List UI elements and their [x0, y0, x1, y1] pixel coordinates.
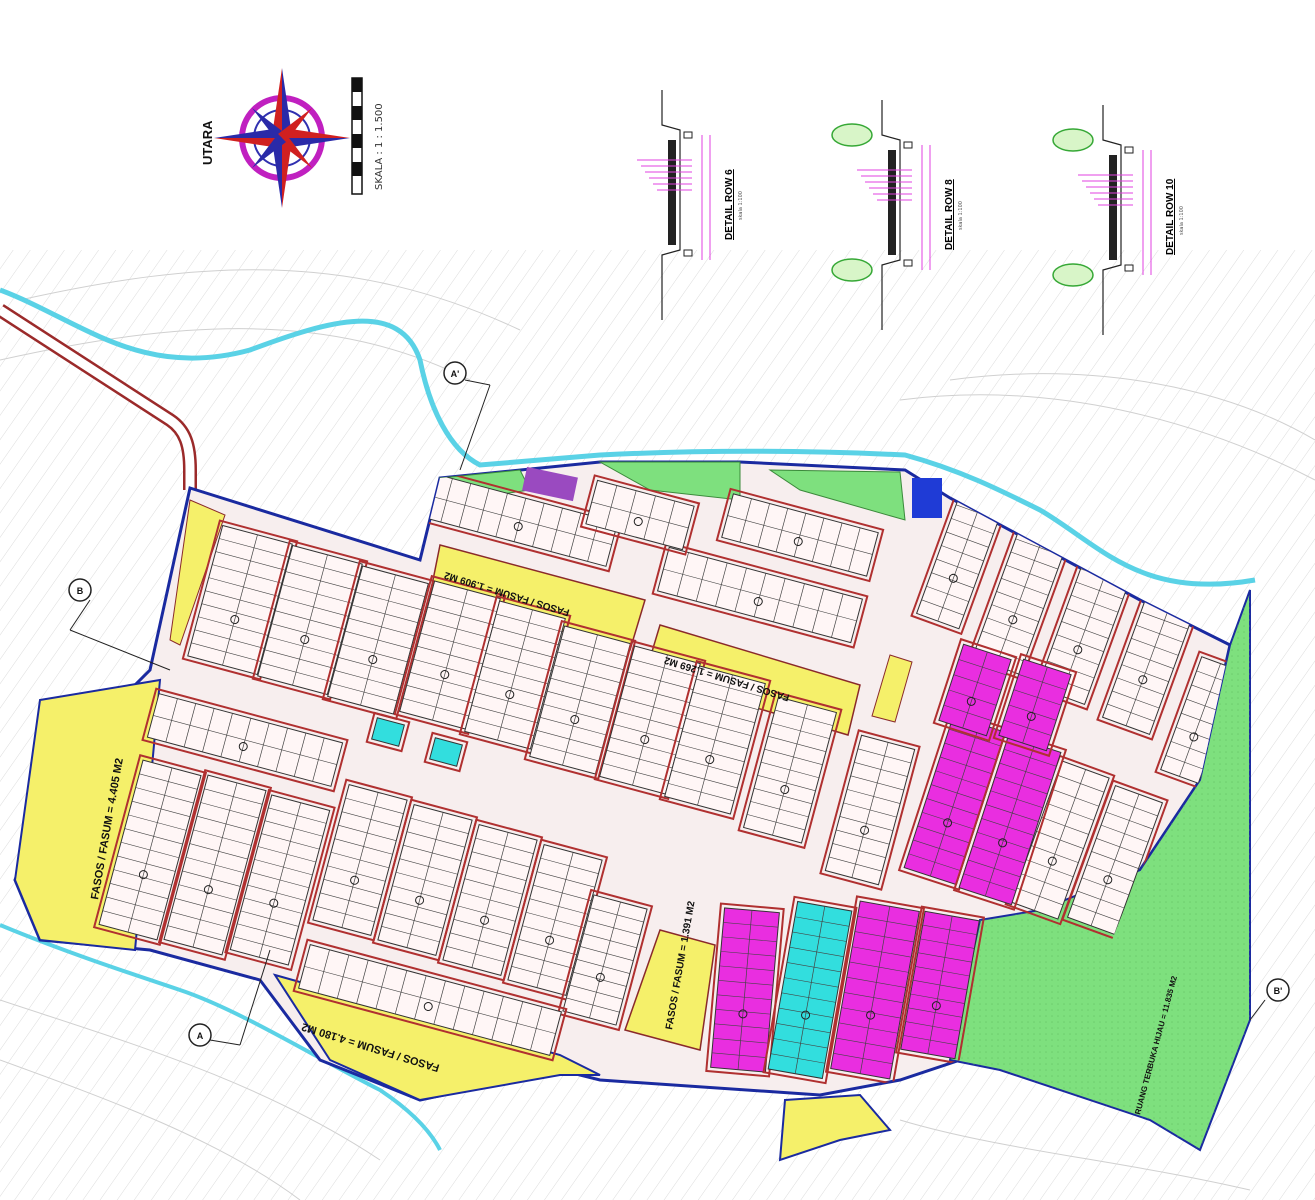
fasos-south-tip: [778, 1093, 892, 1162]
purple-block: [522, 466, 578, 502]
tree-icon: [831, 123, 873, 147]
plot-block: [579, 474, 701, 556]
detail-scale: skala 1:100: [738, 191, 744, 220]
detail-scale: skala 1:100: [958, 201, 964, 230]
plot-block: [658, 659, 772, 821]
plot-block: [762, 895, 858, 1085]
river-south: [0, 923, 442, 1151]
detail-title: DETAIL ROW 10: [1165, 178, 1176, 255]
fasos-small: [871, 654, 913, 723]
plot-block: [651, 541, 869, 649]
plot-block: [224, 788, 336, 972]
plot-block: [932, 637, 1018, 743]
svg-text:B: B: [77, 586, 84, 596]
svg-text:A': A': [451, 369, 460, 379]
svg-text:B': B': [1274, 986, 1283, 996]
fasos-left-strip: [169, 499, 226, 646]
plot-block: [819, 729, 921, 891]
north-label: UTARA: [200, 120, 215, 165]
plot-block: [894, 905, 986, 1065]
section-marker-icon: B': [1249, 978, 1290, 1021]
plot-block: [737, 690, 843, 850]
svg-text:A: A: [197, 1031, 204, 1041]
plot-block: [436, 818, 544, 982]
scale-bar-icon: [351, 77, 363, 195]
plot-block: [458, 594, 572, 756]
plot-block: [321, 559, 435, 721]
plot-block: [92, 754, 208, 946]
tree-icon: [831, 258, 873, 282]
plot-block: [365, 711, 411, 753]
section-marker-icon: A: [188, 949, 271, 1047]
plot-block: [705, 902, 785, 1078]
section-marker-icon: A': [443, 361, 491, 471]
section-marker-icon: B: [68, 578, 171, 671]
detail-title: DETAIL ROW 6: [724, 169, 735, 240]
contour-lines: [0, 269, 1315, 1200]
fasos-bottom-zone: [272, 973, 601, 1102]
blue-block: [912, 478, 942, 518]
plot-block: [1096, 579, 1204, 741]
river: [0, 287, 1256, 587]
compass-rose-icon: [214, 68, 350, 208]
fasos-center-zone: [624, 929, 716, 1051]
plot-block: [157, 769, 273, 961]
plot-block: [501, 838, 609, 1002]
plot-block: [306, 778, 414, 942]
scale-label: SKALA : 1 : 1.500: [374, 103, 385, 190]
plot-blocks: [92, 467, 1230, 1085]
plot-block: [824, 895, 926, 1085]
plot-block: [992, 652, 1078, 758]
green-patch: [768, 469, 906, 521]
plot-block: [423, 731, 469, 773]
plot-block: [556, 888, 654, 1032]
detail-scale: skala 1:100: [1179, 206, 1185, 235]
detail-title: DETAIL ROW 8: [944, 179, 955, 250]
plot-block: [292, 938, 568, 1062]
plot-block: [715, 487, 885, 583]
tree-icon: [1052, 128, 1094, 152]
tree-icon: [1052, 263, 1094, 287]
plot-block: [141, 687, 349, 793]
